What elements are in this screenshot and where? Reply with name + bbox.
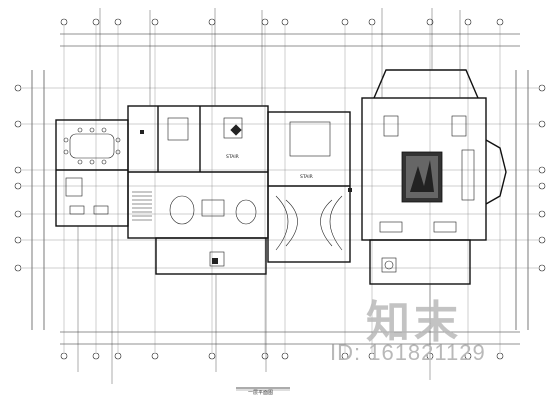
grid-bubble-icon [14, 18, 546, 360]
watermark-id: ID: 161821129 [330, 340, 486, 365]
watermark-logo: 知末 [366, 298, 462, 347]
room-label: STAIR [300, 174, 313, 180]
painting-icon [401, 151, 443, 203]
stair-icon [132, 191, 152, 221]
room-label: STAIR [226, 154, 239, 160]
drawing-caption: 一层平面图 [248, 390, 274, 396]
